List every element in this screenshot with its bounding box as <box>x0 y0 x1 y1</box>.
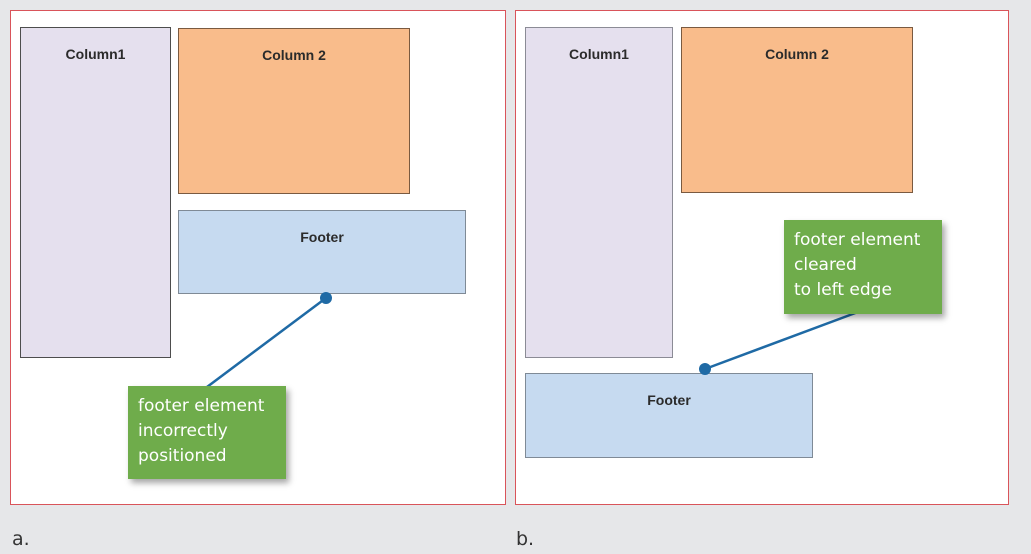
panel-b-column1-label: Column1 <box>569 46 629 62</box>
panel-a-column1-label: Column1 <box>65 46 126 62</box>
panel-a-column2-box: Column 2 <box>178 28 410 194</box>
panel-b-footer-box: Footer <box>525 373 813 458</box>
panel-b-callout-line-3: to left edge <box>794 280 892 300</box>
panel-a-callout: footer element incorrectly positioned <box>128 386 286 479</box>
panel-a-column2-label: Column 2 <box>262 47 326 63</box>
panel-b-callout-line-1: footer element <box>794 230 921 250</box>
panel-b-footer-label: Footer <box>647 392 691 408</box>
panel-b-column2-label: Column 2 <box>765 46 829 62</box>
panel-a-footer-box: Footer <box>178 210 466 294</box>
panel-b-caption: b. <box>516 528 535 550</box>
panel-a-footer-label: Footer <box>300 229 344 245</box>
panel-a-column1-box: Column1 <box>20 27 171 358</box>
panel-a-caption: a. <box>12 528 30 550</box>
panel-b-column1-box: Column1 <box>525 27 673 358</box>
panel-b-column2-box: Column 2 <box>681 27 913 193</box>
panel-a-callout-line-3: positioned <box>138 446 227 466</box>
panel-a-callout-line-2: incorrectly <box>138 421 228 441</box>
panel-b-callout: footer element cleared to left edge <box>784 220 942 314</box>
panel-a-callout-line-1: footer element <box>138 396 265 416</box>
panel-b-callout-line-2: cleared <box>794 255 857 275</box>
